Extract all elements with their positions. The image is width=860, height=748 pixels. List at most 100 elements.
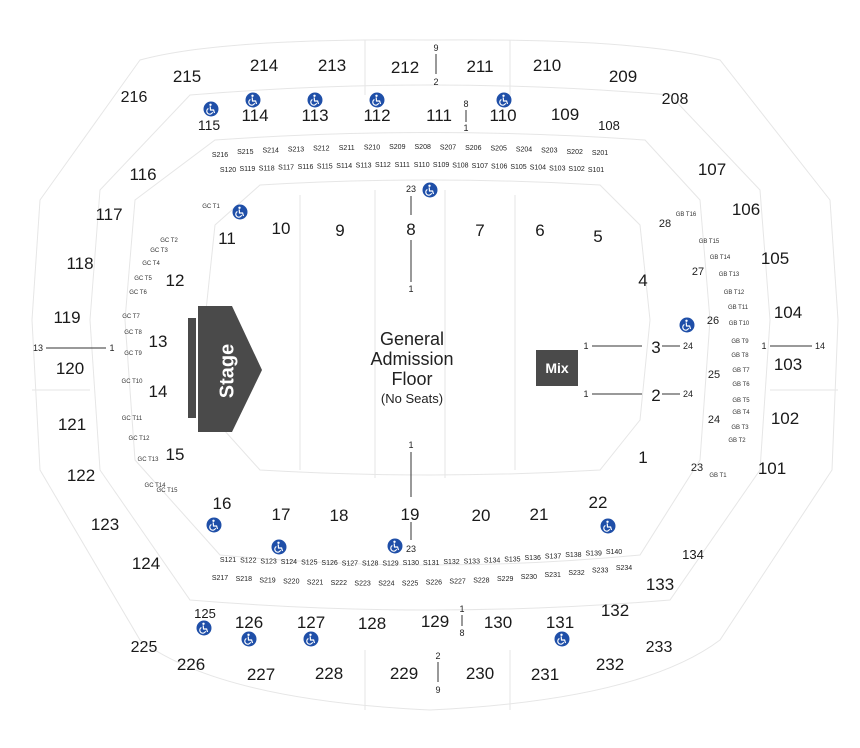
section-24[interactable]: 24 [708,414,720,426]
suite-label[interactable]: S203 [541,148,557,155]
section-22[interactable]: 22 [589,493,608,512]
suite-label[interactable]: S233 [592,567,608,574]
section-123[interactable]: 123 [91,515,119,534]
section-15[interactable]: 15 [166,445,185,464]
suite-label[interactable]: S125 [301,560,317,567]
gc-box-label[interactable]: GC T3 [150,248,168,254]
gc-box-label[interactable]: GC T4 [142,261,160,267]
section-25[interactable]: 25 [708,369,720,381]
suite-label[interactable]: S228 [473,578,489,585]
section-1[interactable]: 1 [638,448,647,467]
suite-label[interactable]: S106 [491,163,507,170]
suite-label[interactable]: S137 [545,554,561,561]
suite-label[interactable]: S104 [530,165,546,172]
section-110[interactable]: 110 [489,106,516,125]
suite-label[interactable]: S202 [567,149,583,156]
suite-label[interactable]: S121 [220,557,236,564]
suite-label[interactable]: S140 [606,549,622,556]
gc-box-label[interactable]: GC T7 [122,314,140,320]
section-232[interactable]: 232 [596,655,624,674]
section-127[interactable]: 127 [297,613,325,632]
section-108[interactable]: 108 [598,118,620,133]
section-132[interactable]: 132 [601,601,629,620]
suite-label[interactable]: S206 [465,145,481,152]
suite-label[interactable]: S126 [321,560,337,567]
suite-label[interactable]: S204 [516,147,532,154]
suite-label[interactable]: S102 [568,166,584,173]
section-116[interactable]: 116 [129,165,156,184]
gc-box-label[interactable]: GC T6 [129,290,147,296]
suite-label[interactable]: S111 [395,162,410,169]
gc-box-label[interactable]: GC T5 [134,276,152,282]
gb-box-label[interactable]: GB T6 [732,382,750,388]
section-4[interactable]: 4 [638,271,647,290]
section-106[interactable]: 106 [732,200,760,219]
section-115[interactable]: 115 [198,117,221,133]
gb-box-label[interactable]: GB T7 [732,368,750,374]
suite-label[interactable]: S107 [472,163,488,170]
suite-label[interactable]: S213 [288,147,304,154]
gb-box-label[interactable]: GB T12 [724,290,745,296]
gb-box-label[interactable]: GB T10 [729,321,750,327]
gb-box-label[interactable]: GB T4 [732,410,750,416]
section-112[interactable]: 112 [363,106,390,125]
suite-label[interactable]: S110 [414,162,430,169]
section-119[interactable]: 119 [53,308,80,327]
suite-label[interactable]: S234 [616,565,632,572]
section-10[interactable]: 10 [272,219,291,238]
gb-box-label[interactable]: GB T2 [728,438,746,444]
suite-label[interactable]: S215 [237,149,253,156]
suite-label[interactable]: S116 [298,164,314,171]
suite-label[interactable]: S136 [525,555,541,562]
suite-label[interactable]: S205 [491,146,507,153]
section-16[interactable]: 16 [213,494,232,513]
section-225[interactable]: 225 [131,639,158,656]
gb-box-label[interactable]: GB T11 [728,305,749,311]
suite-label[interactable]: S124 [281,559,297,566]
section-8[interactable]: 8 [406,220,415,239]
section-212[interactable]: 212 [391,58,419,77]
section-102[interactable]: 102 [771,409,799,428]
suite-label[interactable]: S103 [549,165,565,172]
section-2[interactable]: 2 [651,386,660,405]
gb-box-label[interactable]: GB T9 [731,339,749,345]
suite-label[interactable]: S135 [504,556,520,563]
suite-label[interactable]: S225 [402,580,418,587]
section-117[interactable]: 117 [95,205,122,224]
gc-box-label[interactable]: GC T10 [122,379,144,385]
gc-box-label[interactable]: GC T2 [160,238,178,244]
suite-label[interactable]: S105 [510,164,526,171]
section-214[interactable]: 214 [250,56,278,75]
suite-label[interactable]: S210 [364,144,380,151]
section-213[interactable]: 213 [318,56,346,75]
gc-box-label[interactable]: GC T12 [129,436,151,442]
suite-label[interactable]: S112 [375,162,391,169]
suite-label[interactable]: S209 [389,144,405,151]
gb-box-label[interactable]: GB T5 [732,398,750,404]
suite-label[interactable]: S130 [403,560,419,567]
section-109[interactable]: 109 [551,105,579,124]
section-126[interactable]: 126 [235,613,263,632]
gc-box-label[interactable]: GC T15 [157,488,179,494]
gc-box-label[interactable]: GC T1 [202,204,220,210]
gb-box-label[interactable]: GB T13 [719,272,740,278]
section-104[interactable]: 104 [774,303,802,322]
section-121[interactable]: 121 [58,415,86,434]
section-125[interactable]: 125 [194,606,216,621]
suite-label[interactable]: S118 [259,165,275,172]
section-27[interactable]: 27 [692,266,704,278]
suite-label[interactable]: S207 [440,144,456,151]
gc-box-label[interactable]: GC T13 [138,457,160,463]
section-211[interactable]: 211 [466,57,493,76]
suite-label[interactable]: S216 [212,152,228,159]
section-233[interactable]: 233 [646,639,673,656]
suite-label[interactable]: S133 [464,558,480,565]
gc-box-label[interactable]: GC T9 [124,351,142,357]
section-209[interactable]: 209 [609,67,637,86]
section-3[interactable]: 3 [651,338,660,357]
gb-box-label[interactable]: GB T15 [699,239,720,245]
suite-label[interactable]: S128 [362,561,378,568]
suite-label[interactable]: S113 [356,162,372,169]
gc-box-label[interactable]: GC T11 [122,416,143,422]
suite-label[interactable]: S119 [239,166,255,173]
